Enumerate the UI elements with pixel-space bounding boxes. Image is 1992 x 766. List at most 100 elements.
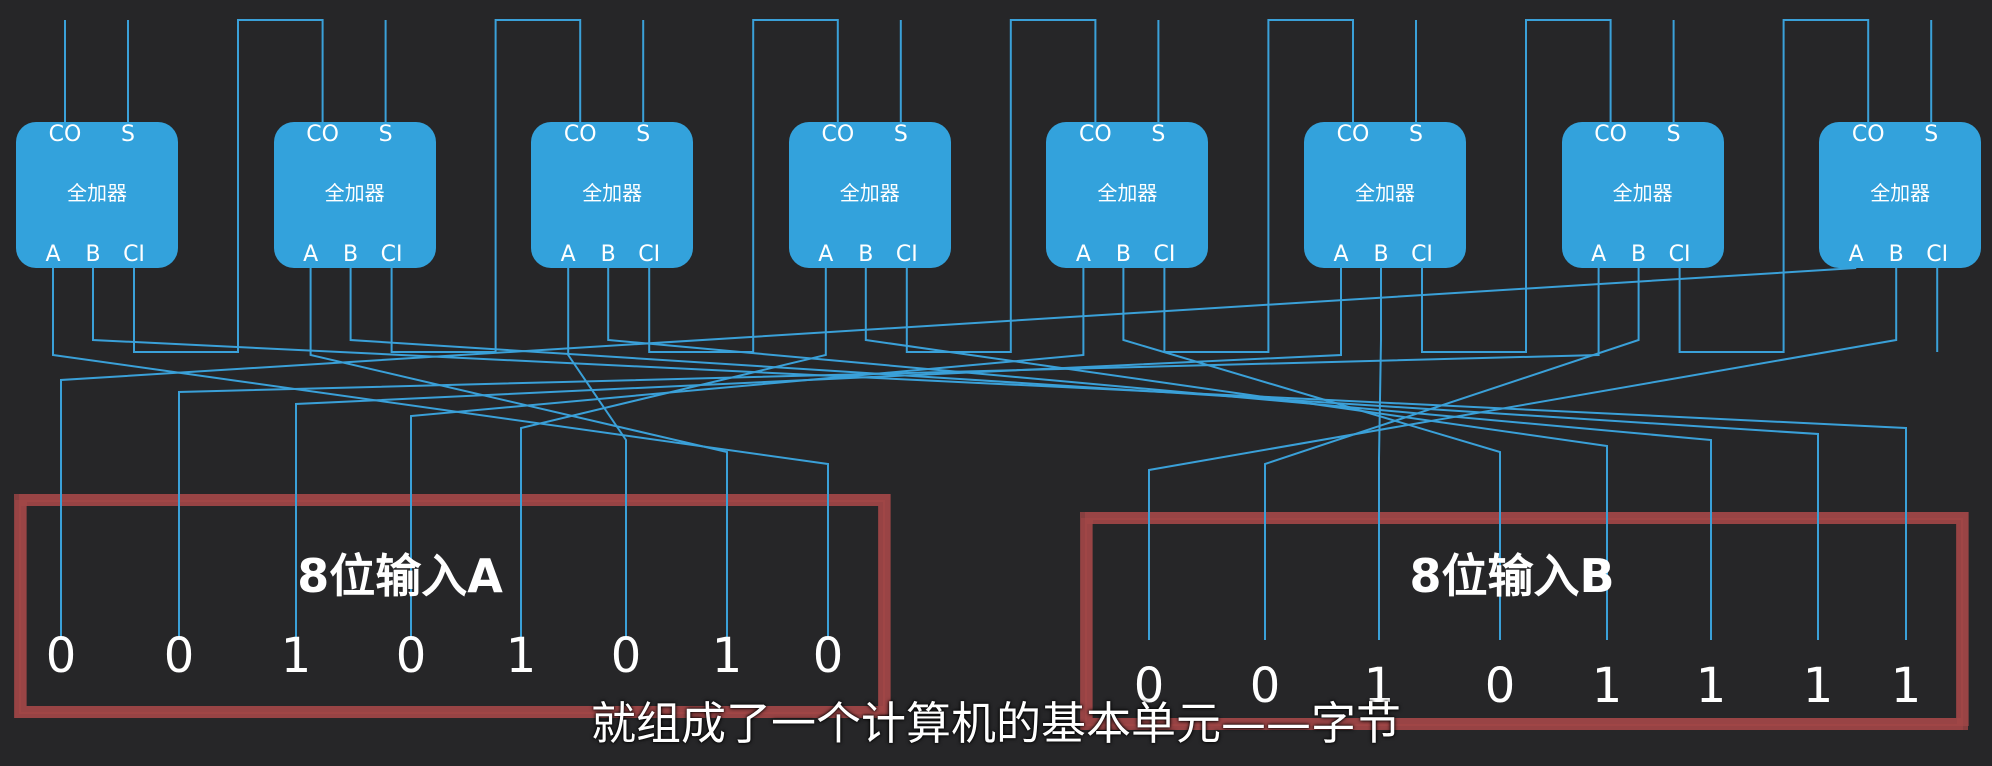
input-a-highlight-frame <box>14 494 891 718</box>
input-b-bit-1: 0 <box>1249 658 1281 714</box>
port-b-label: B <box>85 242 101 267</box>
input-a-bit-2: 1 <box>280 628 312 684</box>
b-input-wire-0 <box>92 268 1907 640</box>
input-b-bit-3: 0 <box>1484 658 1516 714</box>
full-adder-label: 全加器 <box>1097 181 1158 205</box>
port-ci-label: CI <box>1153 242 1176 267</box>
port-ci-label: CI <box>895 242 918 267</box>
carry-wire-4 <box>905 19 1097 353</box>
a-input-wire-7 <box>60 267 1857 640</box>
port-ci-label: CI <box>1668 242 1691 267</box>
port-s-label: S <box>636 122 651 147</box>
input-a-bit-6: 1 <box>711 628 743 684</box>
input-b-bit-4: 1 <box>1591 658 1623 714</box>
port-a-label: A <box>1075 242 1091 267</box>
port-s-label: S <box>1409 122 1423 147</box>
port-b-label: B <box>1631 242 1647 267</box>
carry-wire-5 <box>1163 19 1354 353</box>
b-input-wire-5 <box>1378 268 1382 640</box>
input-b-bit-7: 1 <box>1890 658 1922 714</box>
input-b-bit-2: 1 <box>1363 658 1395 714</box>
port-s-label: S <box>378 122 393 147</box>
b-input-wire-1 <box>349 268 1819 640</box>
input-b-title: 8位输入B <box>1409 549 1615 603</box>
b-input-wire-2 <box>607 268 1712 640</box>
input-a-bit-1: 0 <box>163 628 195 684</box>
full-adder-label: 全加器 <box>324 181 385 205</box>
subtitle-caption: 就组成了一个计算机的基本单元——字节 <box>590 697 1401 750</box>
b-input-wire-4 <box>1122 268 1501 640</box>
port-b-label: B <box>1115 242 1131 267</box>
full-adder-label: 全加器 <box>1612 181 1673 205</box>
port-a-label: A <box>818 242 834 267</box>
a-input-wire-0 <box>52 268 829 640</box>
port-co-label: CO <box>1594 122 1627 147</box>
port-co-label: CO <box>821 122 855 147</box>
port-co-label: CO <box>306 122 339 147</box>
carry-wire-2 <box>390 19 582 353</box>
port-b-label: B <box>343 242 359 267</box>
a-input-wire-4 <box>410 268 1085 640</box>
input-a-bit-3: 0 <box>395 628 427 684</box>
a-input-wire-2 <box>567 268 627 640</box>
port-s-label: S <box>1151 122 1166 147</box>
port-s-label: S <box>121 122 135 147</box>
input-b-bit-0: 0 <box>1133 658 1165 714</box>
port-ci-label: CI <box>638 242 661 267</box>
full-adder-label: 全加器 <box>582 181 643 205</box>
input-a-bit-4: 1 <box>505 628 537 684</box>
input-a-bit-0: 0 <box>45 628 77 684</box>
input-b-bit-6: 1 <box>1802 658 1834 714</box>
port-a-label: A <box>1848 242 1864 267</box>
port-b-label: B <box>1888 242 1904 267</box>
port-ci-label: CI <box>1926 242 1949 267</box>
full-adder-label: 全加器 <box>67 181 127 205</box>
a-input-wire-3 <box>520 268 827 640</box>
port-co-label: CO <box>1336 122 1370 147</box>
input-b-highlight-frame <box>1080 512 1969 730</box>
port-a-label: A <box>1591 242 1607 267</box>
full-adder-label: 全加器 <box>1355 181 1415 205</box>
carry-wire-6 <box>1421 19 1612 353</box>
input-a-bit-7: 0 <box>812 628 844 684</box>
carry-wire-1 <box>133 19 324 353</box>
full-adder-label: 全加器 <box>839 181 900 205</box>
port-a-label: A <box>303 242 319 267</box>
port-s-label: S <box>1666 122 1681 147</box>
port-ci-label: CI <box>123 242 145 267</box>
a-input-wire-1 <box>309 268 728 640</box>
port-ci-label: CI <box>1411 242 1433 267</box>
input-a-title: 8位输入A <box>297 549 503 603</box>
port-co-label: CO <box>563 122 597 147</box>
a-input-wire-5 <box>295 268 1342 640</box>
port-s-label: S <box>893 122 908 147</box>
port-b-label: B <box>600 242 616 267</box>
port-co-label: CO <box>48 122 82 147</box>
port-co-label: CO <box>1079 122 1112 147</box>
port-b-label: B <box>858 242 874 267</box>
input-a-bit-5: 0 <box>610 628 642 684</box>
port-ci-label: CI <box>380 242 403 267</box>
b-input-wire-7 <box>1148 268 1898 640</box>
port-co-label: CO <box>1851 122 1885 147</box>
input-b-bit-5: 1 <box>1695 658 1727 714</box>
port-b-label: B <box>1373 242 1389 267</box>
b-input-wire-6 <box>1264 268 1640 640</box>
port-a-label: A <box>1333 242 1349 267</box>
port-a-label: A <box>560 242 576 267</box>
b-input-wire-3 <box>864 268 1608 640</box>
carry-wire-3 <box>648 19 839 353</box>
port-a-label: A <box>45 242 61 267</box>
port-s-label: S <box>1924 122 1939 147</box>
carry-wire-7 <box>1678 19 1870 353</box>
